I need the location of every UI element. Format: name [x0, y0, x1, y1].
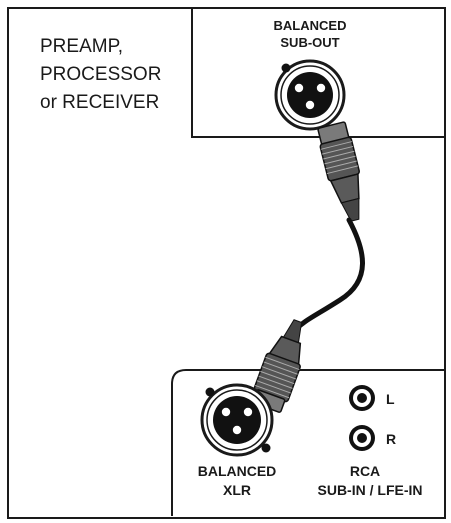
rca-label-line1: RCA [350, 463, 380, 479]
xlr-in-jack [200, 383, 274, 457]
device-label-line2: PROCESSOR [40, 64, 161, 85]
xlr-cable [252, 121, 365, 413]
sub-out-label-line2: SUB-OUT [280, 35, 339, 50]
xlr-label-line1: BALANCED [198, 463, 277, 479]
rca-left-label: L [386, 391, 395, 407]
device-label-line3: or RECEIVER [40, 92, 159, 113]
rca-right-label: R [386, 431, 396, 447]
xlr-label-line2: XLR [223, 482, 251, 498]
xlr-out-jack [274, 59, 346, 131]
sub-out-label-line1: BALANCED [274, 18, 347, 33]
rca-left-jack [349, 385, 375, 411]
rca-label-line2: SUB-IN / LFE-IN [318, 482, 423, 498]
sub-input-panel [171, 369, 444, 516]
sub-out-panel [191, 8, 444, 138]
rca-right-jack [349, 425, 375, 451]
device-label-line1: PREAMP, [40, 36, 123, 57]
